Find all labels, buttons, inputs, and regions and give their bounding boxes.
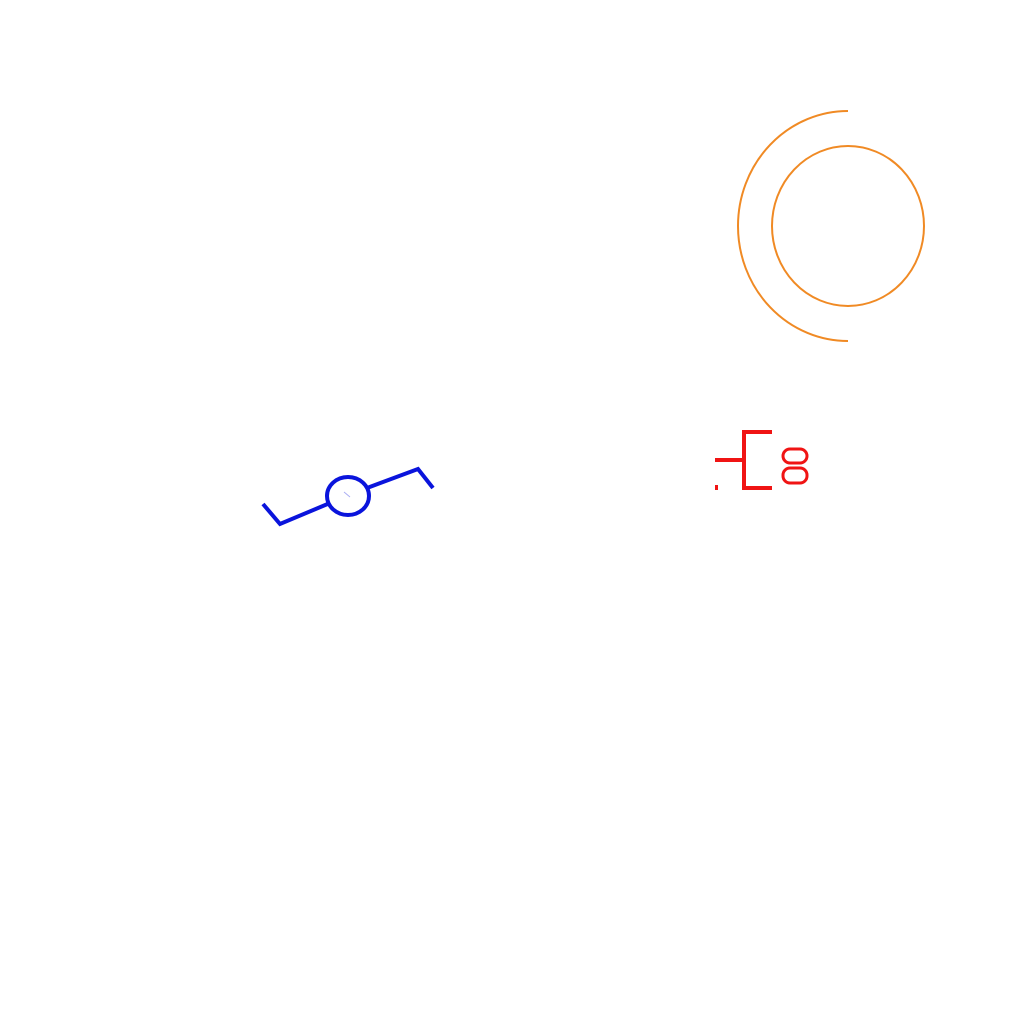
capacitor-symbol — [715, 430, 809, 490]
lamp-symbol — [261, 466, 435, 527]
inner-circle — [771, 145, 925, 307]
lamp-filament-tick — [343, 491, 351, 498]
lamp-left-lead — [261, 501, 331, 527]
capacitor-plate — [742, 430, 772, 490]
outer-arc — [737, 110, 849, 342]
capacitor-glyph-bottom — [781, 466, 809, 485]
concentric-circles-symbol — [737, 110, 925, 342]
lamp-bulb — [325, 475, 371, 517]
capacitor-lead-tick — [715, 485, 718, 490]
capacitor-glyph-top — [781, 447, 809, 465]
lamp-right-lead — [366, 466, 435, 490]
